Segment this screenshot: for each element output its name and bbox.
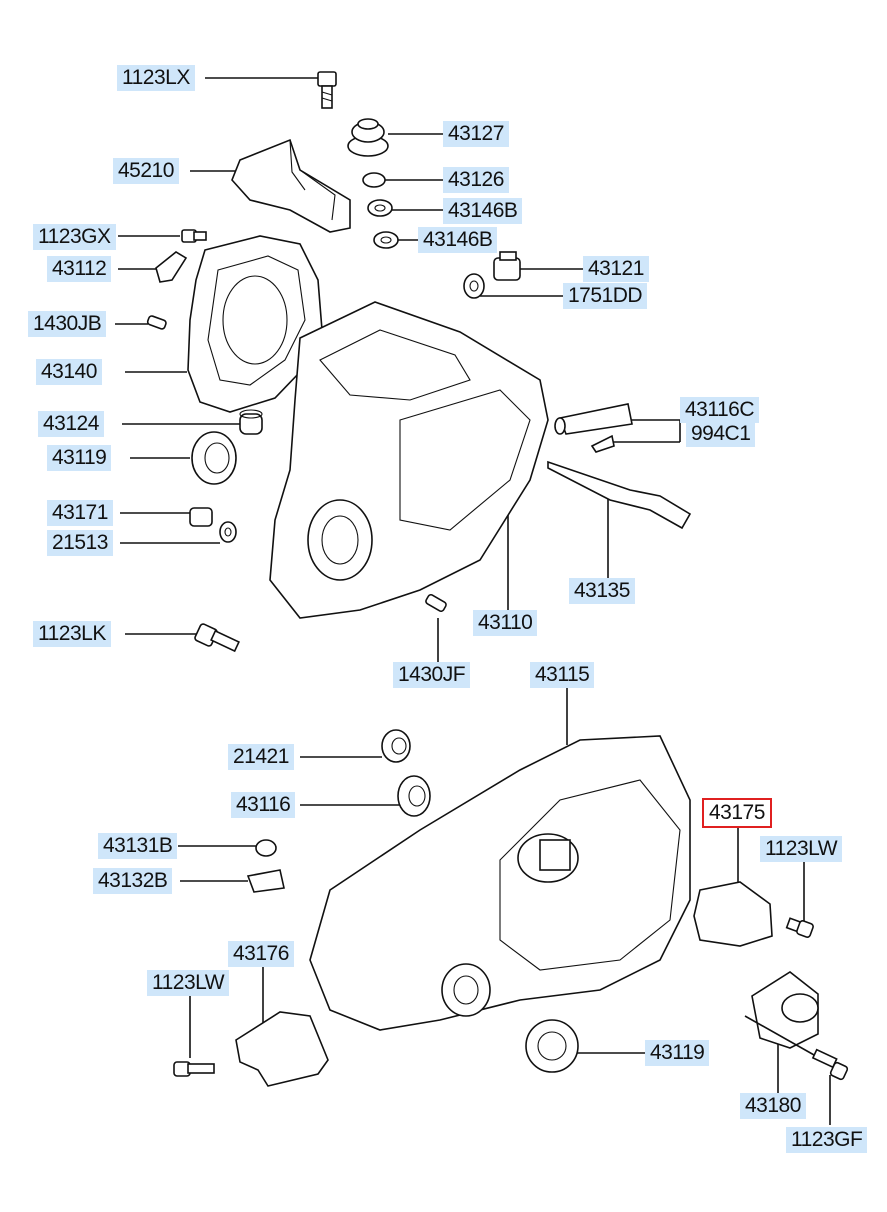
sealant-tube-43116c [554,403,633,435]
label-21421[interactable]: 21421 [228,744,294,770]
washer-43126 [362,172,386,188]
label-1751dd[interactable]: 1751DD [563,283,648,309]
label-43146b-a[interactable]: 43146B [443,198,523,224]
bolt-1123gx [181,229,207,243]
label-43126[interactable]: 43126 [443,167,509,193]
cover-43175 [693,881,773,947]
pin-1430jf [425,593,447,613]
bolt-1123lx [317,71,337,109]
label-1123lw-a[interactable]: 1123LW [760,836,843,862]
clutch-housing-43115 [309,735,691,1031]
cap-43124 [239,409,263,435]
label-43140[interactable]: 43140 [36,359,102,385]
label-43124[interactable]: 43124 [38,411,104,437]
pin-1430jb [146,315,167,330]
plug-43121 [493,251,521,281]
washer-21513 [219,521,237,543]
label-43131b[interactable]: 43131B [98,833,178,859]
label-1123gf[interactable]: 1123GF [786,1127,868,1153]
label-43127[interactable]: 43127 [443,121,509,147]
label-1123lw-b[interactable]: 1123LW [147,970,230,996]
nozzle-994c1 [590,434,615,453]
label-1123gx[interactable]: 1123GX [33,224,116,250]
label-43121[interactable]: 43121 [583,256,649,282]
label-1430jf[interactable]: 1430JF [393,662,471,688]
label-43110[interactable]: 43110 [473,610,538,636]
label-43132b[interactable]: 43132B [93,868,173,894]
leader-lines [115,77,831,1125]
housing-43140 [187,235,323,413]
label-1123lk[interactable]: 1123LK [33,621,111,647]
label-43180[interactable]: 43180 [740,1093,806,1119]
plug-43171 [189,507,213,527]
label-43119-b[interactable]: 43119 [645,1040,710,1066]
oil-seal-43119-b [525,1019,579,1073]
bolt-1123lk [194,623,240,653]
label-43171[interactable]: 43171 [47,500,113,526]
label-43119-a[interactable]: 43119 [47,445,112,471]
mount-cushion-43127 [347,118,389,157]
bracket-43112 [155,251,188,283]
bolt-1123lw-b [173,1061,215,1077]
label-43176[interactable]: 43176 [228,941,294,967]
bolt-1123gf [811,1048,849,1081]
label-1430jb[interactable]: 1430JB [28,311,107,337]
label-43116c[interactable]: 43116C [680,397,760,423]
label-45210[interactable]: 45210 [113,158,179,184]
oil-seal-43119-a [191,431,237,485]
label-43135[interactable]: 43135 [569,578,635,604]
label-43112[interactable]: 43112 [47,256,112,282]
bushing-43146b-b [373,231,399,249]
label-21513[interactable]: 21513 [47,530,113,556]
bolt-1123lw-a [785,917,814,938]
label-43115[interactable]: 43115 [530,662,595,688]
bracket-45210 [231,138,351,233]
bushing-43146b-a [367,199,393,217]
gasket-1751dd [463,273,485,299]
label-43146b-b[interactable]: 43146B [418,227,498,253]
label-994c1[interactable]: 994C1 [686,421,756,447]
transaxle-case-43110 [269,301,549,619]
label-1123lx[interactable]: 1123LX [117,65,195,91]
label-43175[interactable]: 43175 [702,798,772,828]
seal-21421 [381,729,411,763]
guide-43135 [547,460,692,530]
plug-43131b [255,839,277,857]
label-43116[interactable]: 43116 [231,792,296,818]
seal-43116 [397,775,431,817]
clip-43132b [246,869,285,893]
bracket-43176 [235,1011,329,1087]
